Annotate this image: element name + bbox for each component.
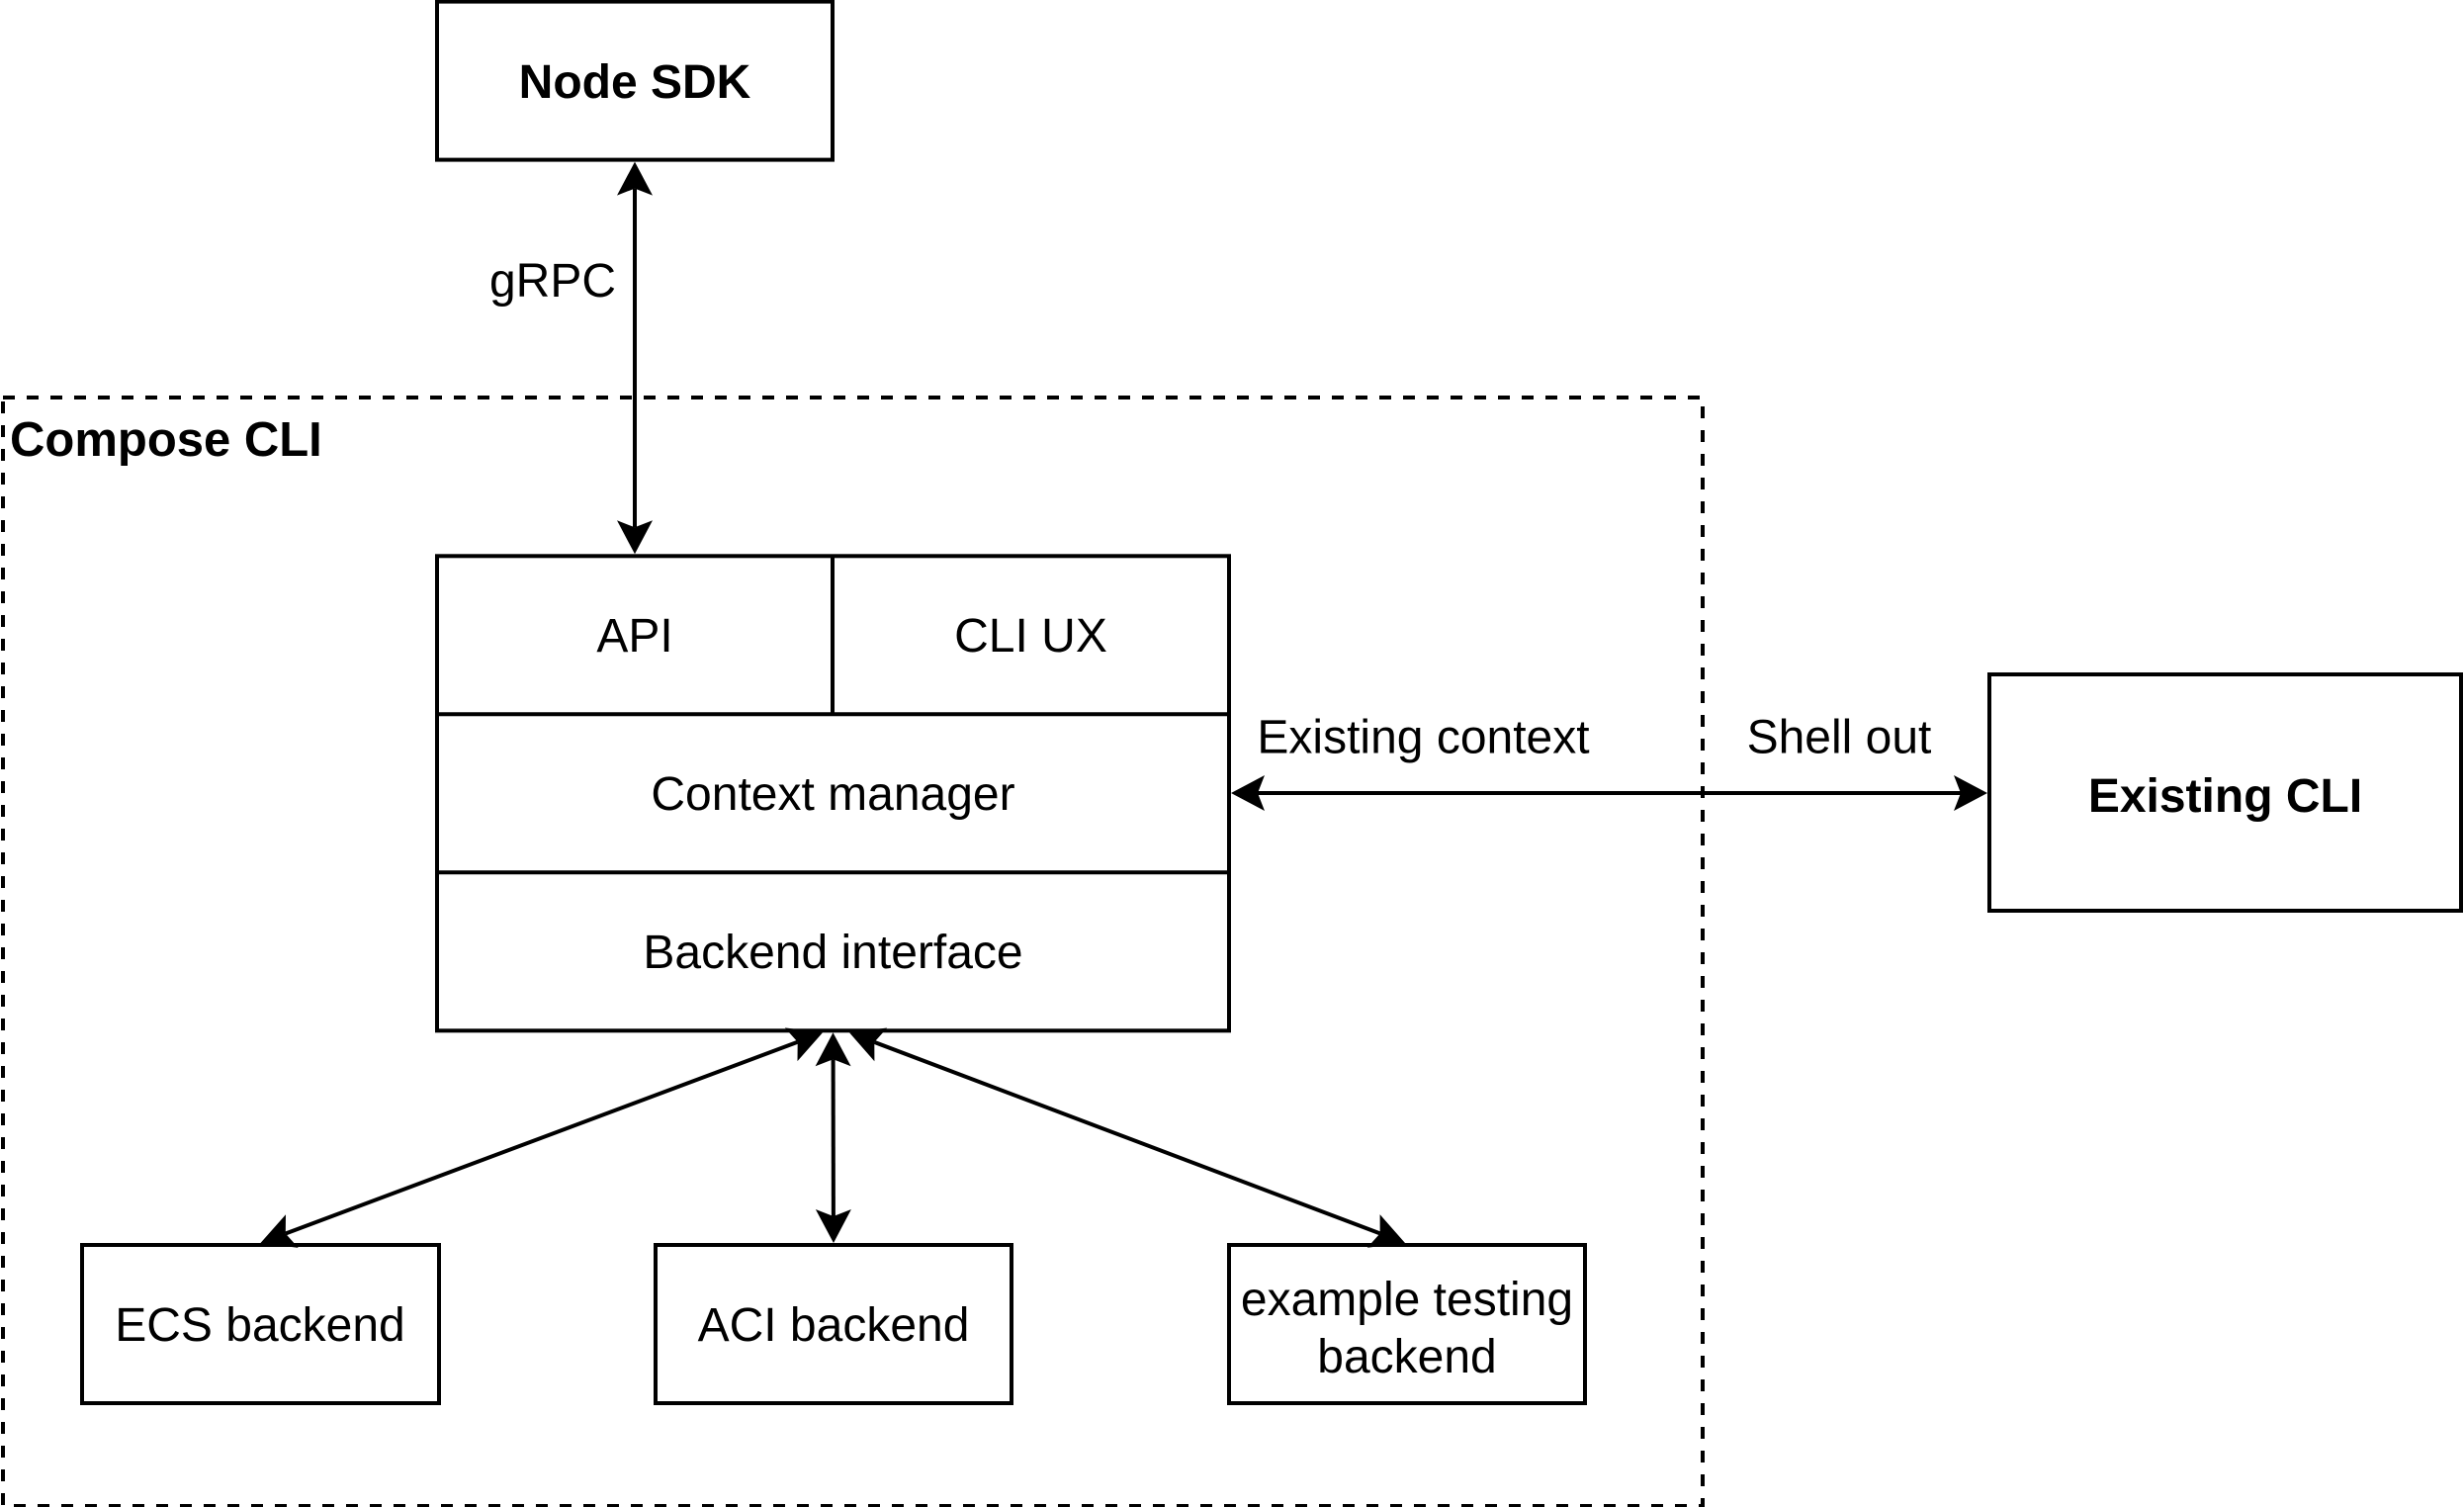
svg-text:Backend interface: Backend interface <box>643 927 1022 979</box>
svg-text:CLI UX: CLI UX <box>954 610 1107 663</box>
svg-text:backend: backend <box>1317 1331 1496 1383</box>
svg-text:ACI backend: ACI backend <box>698 1299 970 1352</box>
svg-text:Context manager: Context manager <box>651 768 1014 821</box>
svg-text:Node SDK: Node SDK <box>519 56 751 109</box>
svg-text:Existing context: Existing context <box>1257 712 1589 764</box>
svg-text:gRPC: gRPC <box>489 255 616 308</box>
svg-text:Existing CLI: Existing CLI <box>2088 770 2362 823</box>
svg-text:ECS backend: ECS backend <box>115 1299 405 1352</box>
svg-text:API: API <box>596 610 672 663</box>
svg-text:Shell out: Shell out <box>1747 712 1932 764</box>
svg-text:example testing: example testing <box>1241 1274 1573 1326</box>
svg-text:Compose CLI: Compose CLI <box>10 413 322 467</box>
